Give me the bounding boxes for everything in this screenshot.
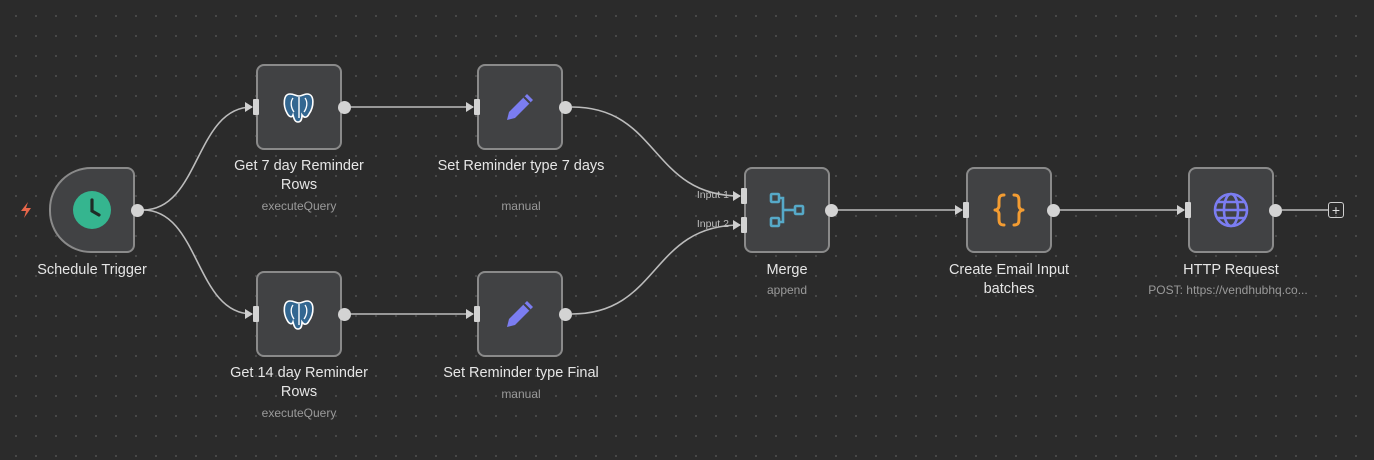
arrowhead xyxy=(245,102,253,112)
arrowhead xyxy=(466,102,474,112)
input-port[interactable] xyxy=(1185,202,1191,218)
trigger-bolt-icon xyxy=(21,202,31,218)
node-title: Merge xyxy=(766,262,808,278)
merge-input-2-label: Input 2 xyxy=(696,218,729,230)
output-port[interactable] xyxy=(1047,204,1060,217)
input-port[interactable] xyxy=(963,202,969,218)
output-port[interactable] xyxy=(1269,204,1282,217)
pencil-icon xyxy=(507,94,533,120)
output-port[interactable] xyxy=(559,308,572,321)
get-7-day-rows-node[interactable] xyxy=(256,64,342,150)
node-title: Get 7 day Reminder Rows xyxy=(234,158,364,193)
output-port[interactable] xyxy=(338,101,351,114)
globe-icon xyxy=(1213,192,1249,228)
node-title: HTTP Request xyxy=(1183,262,1279,278)
node-subtitle: append xyxy=(766,283,808,297)
connection-setfinal-merge xyxy=(571,224,741,315)
braces-icon xyxy=(993,193,1025,227)
arrowhead xyxy=(466,309,474,319)
postgres-icon xyxy=(283,93,314,123)
input-port[interactable] xyxy=(474,99,480,115)
arrowhead xyxy=(245,309,253,319)
node-subtitle: POST: https://vendhubhq.co... xyxy=(1148,283,1308,297)
arrowhead xyxy=(1177,205,1185,215)
schedule-trigger-node[interactable] xyxy=(49,167,135,253)
connection-set7-merge xyxy=(571,106,741,197)
output-port[interactable] xyxy=(825,204,838,217)
http-request-node[interactable] xyxy=(1188,167,1274,253)
add-node-button[interactable]: + xyxy=(1328,202,1344,218)
output-port[interactable] xyxy=(338,308,351,321)
clock-icon xyxy=(73,191,111,229)
node-title: Create Email Input batches xyxy=(948,262,1070,297)
arrowhead xyxy=(733,191,741,201)
arrowhead xyxy=(733,220,741,230)
input-port[interactable] xyxy=(253,306,259,322)
node-title: Set Reminder type 7 days xyxy=(437,158,605,174)
merge-icon xyxy=(769,192,805,228)
merge-node[interactable] xyxy=(744,167,830,253)
connection-schedule-get14 xyxy=(142,209,253,315)
node-title: Get 14 day Reminder Rows xyxy=(230,365,368,400)
node-title: Set Reminder type Final xyxy=(443,365,599,381)
merge-input-1-label: Input 1 xyxy=(696,189,729,201)
node-subtitle: executeQuery xyxy=(261,199,337,213)
output-port[interactable] xyxy=(131,204,144,217)
set-reminder-final-node[interactable] xyxy=(477,271,563,357)
node-title: Schedule Trigger xyxy=(37,262,147,278)
input-port[interactable] xyxy=(253,99,259,115)
node-subtitle: executeQuery xyxy=(261,406,337,420)
postgres-icon xyxy=(283,300,314,330)
input-port-2[interactable] xyxy=(741,217,747,233)
node-subtitle: manual xyxy=(501,199,541,213)
set-reminder-7-days-node[interactable] xyxy=(477,64,563,150)
pencil-icon xyxy=(507,301,533,327)
connection-schedule-get7 xyxy=(142,106,253,211)
input-port-1[interactable] xyxy=(741,188,747,204)
get-14-day-rows-node[interactable] xyxy=(256,271,342,357)
arrowhead xyxy=(955,205,963,215)
output-port[interactable] xyxy=(559,101,572,114)
input-port[interactable] xyxy=(474,306,480,322)
node-subtitle: manual xyxy=(501,387,541,401)
create-email-input-batches-node[interactable] xyxy=(966,167,1052,253)
